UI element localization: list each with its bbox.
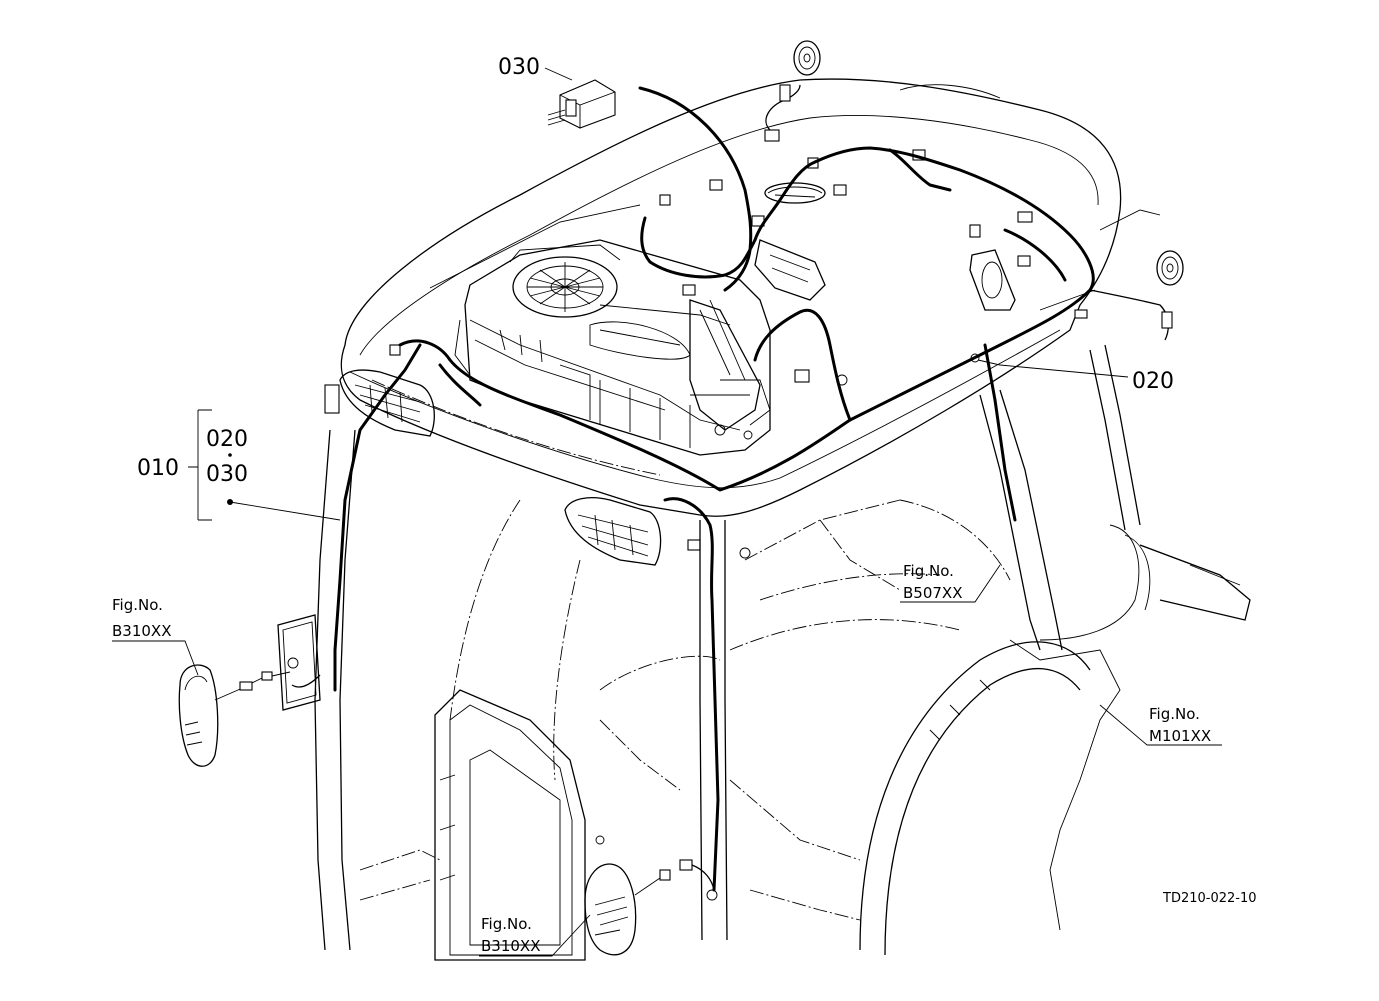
leader-dot-010 [227,499,233,505]
rear-fender [859,639,1121,956]
fig-ref-b310xx-left-line2[interactable]: B310XX [112,622,171,640]
fig-ref-b310xx-bottom-line1[interactable]: Fig.No. [481,915,532,933]
console-linkage [599,299,771,440]
cab-roof [340,78,1161,517]
callout-020-right: 020 [1132,369,1174,394]
callout-kit-030: 030 [206,462,248,487]
separator-dot [228,453,232,457]
cab-frame [314,344,1251,951]
fig-ref-m101xx-line1[interactable]: Fig.No. [1149,705,1200,723]
callout-kit-020: 020 [206,427,248,452]
cab-door [434,689,605,961]
fig-ref-b507xx-line1[interactable]: Fig.No. [903,562,954,580]
left-mirror-bracket [237,614,321,711]
main-roof-harness [333,84,1169,892]
relay-030 [547,79,616,129]
callout-030-top: 030 [498,55,540,80]
roof-control-module [754,239,826,301]
rear-beacon-lamp-top [779,40,821,102]
fig-ref-b507xx-line2[interactable]: B507XX [903,584,962,602]
front-right-work-light [564,497,662,566]
bottom-side-lamp [584,859,718,956]
fig-ref-b310xx-bottom-line2[interactable]: B310XX [481,937,540,955]
front-left-work-light [324,369,435,437]
roof-speaker [969,249,1016,311]
drawing-code: TD210-022-10 [1162,891,1257,906]
fig-ref-b310xx-left-line1[interactable]: Fig.No. [112,596,163,614]
rear-beacon-lamp-right [1156,250,1184,329]
roof-dome-light [764,182,826,204]
fig-ref-m101xx-line2[interactable]: M101XX [1149,727,1211,745]
roof-console-tray [454,239,771,456]
blower-fan [509,244,621,318]
cab-interior-phantom-lines [359,499,1011,921]
leader-lines [112,67,1222,957]
left-side-lamp [178,664,239,767]
callout-010: 010 [137,456,179,481]
